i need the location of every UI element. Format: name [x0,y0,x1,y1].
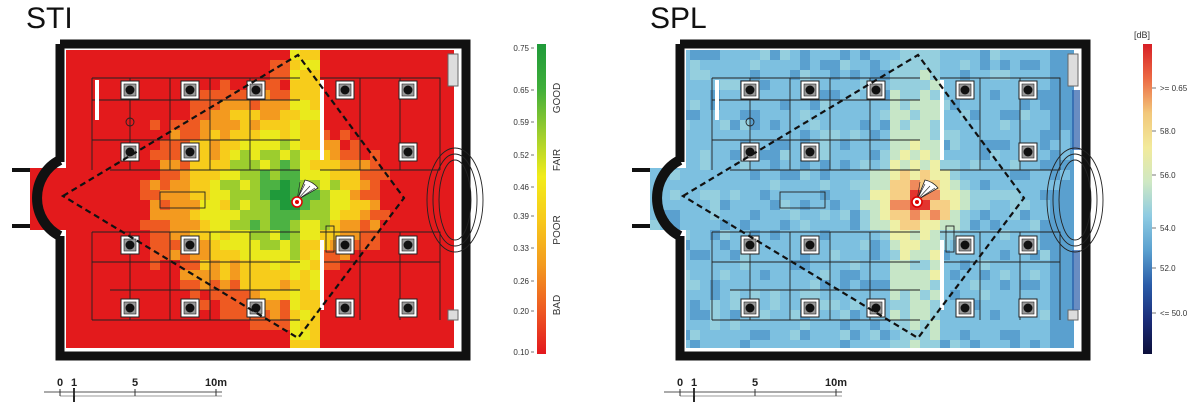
spl-tick-label: 54.0 [1160,224,1176,233]
spl-unit-label: [dB] [1134,30,1150,40]
sti-title: STI [26,2,73,35]
spl-tick-label: <= 50.0 [1160,309,1188,318]
spl-floor-plan [632,39,1104,361]
sti-tick-label: 0.39 [513,212,529,221]
sti-scale-label: 10m [205,377,227,389]
sti-figure: 0.75 0.65 0.59 0.52 0.46 0.39 0.33 0.26 0.20 0.10… [12,39,563,402]
sti-scale-label: 1 [71,377,77,389]
spl-tick-label: 52.0 [1160,264,1176,273]
sti-band-fair: FAIR [552,149,563,171]
sti-tick-label: 0.65 [513,86,529,95]
sti-tick-label: 0.52 [513,151,529,160]
sti-tick-label: 0.59 [513,118,529,127]
sti-panel: STI 0.75 0.65 0.59 0.52 0.46 0.39 0.33 0.26 0.20… [12,2,563,402]
sti-colorbar: 0.75 0.65 0.59 0.52 0.46 0.39 0.33 0.26 0.20 0.10… [513,44,563,357]
sti-tick-label: 0.33 [513,244,529,253]
spl-tick-label: 56.0 [1160,171,1176,180]
sti-tick-label: 0.26 [513,277,529,286]
spl-scale-label: 5 [752,377,758,389]
spl-tick-label: >= 0.65 [1160,84,1188,93]
sti-floor-plan [12,39,484,361]
sti-band-good: GOOD [552,83,563,114]
sti-scale-label: 5 [132,377,138,389]
spl-heatmap [650,50,1074,348]
sti-tick-label: 0.46 [513,183,529,192]
spl-scale-label: 10m [825,377,847,389]
spl-tick-label: 58.0 [1160,127,1176,136]
spl-scale-label: 0 [677,377,683,389]
spl-colorbar-gradient [1143,44,1152,354]
sti-band-bad: BAD [552,295,563,316]
sti-tick-label: 0.75 [513,44,529,53]
sti-colorbar-gradient [537,44,546,354]
spl-colorbar: [dB] >= 0.65 58.0 56.0 54.0 52.0 <= 50.0 [1134,30,1188,354]
sti-tick-label: 0.20 [513,307,529,316]
spl-scale-label: 1 [691,377,697,389]
spl-title: SPL [650,2,707,35]
sti-scale-label: 0 [57,377,63,389]
sti-band-poor: POOR [552,215,563,244]
spl-panel: SPL [dB] >= 0.65 58.0 56.0 54.0 52.0 <= 50.0 … [620,0,1200,408]
sti-tick-label: 0.10 [513,348,529,357]
sti-heatmap [30,50,454,348]
